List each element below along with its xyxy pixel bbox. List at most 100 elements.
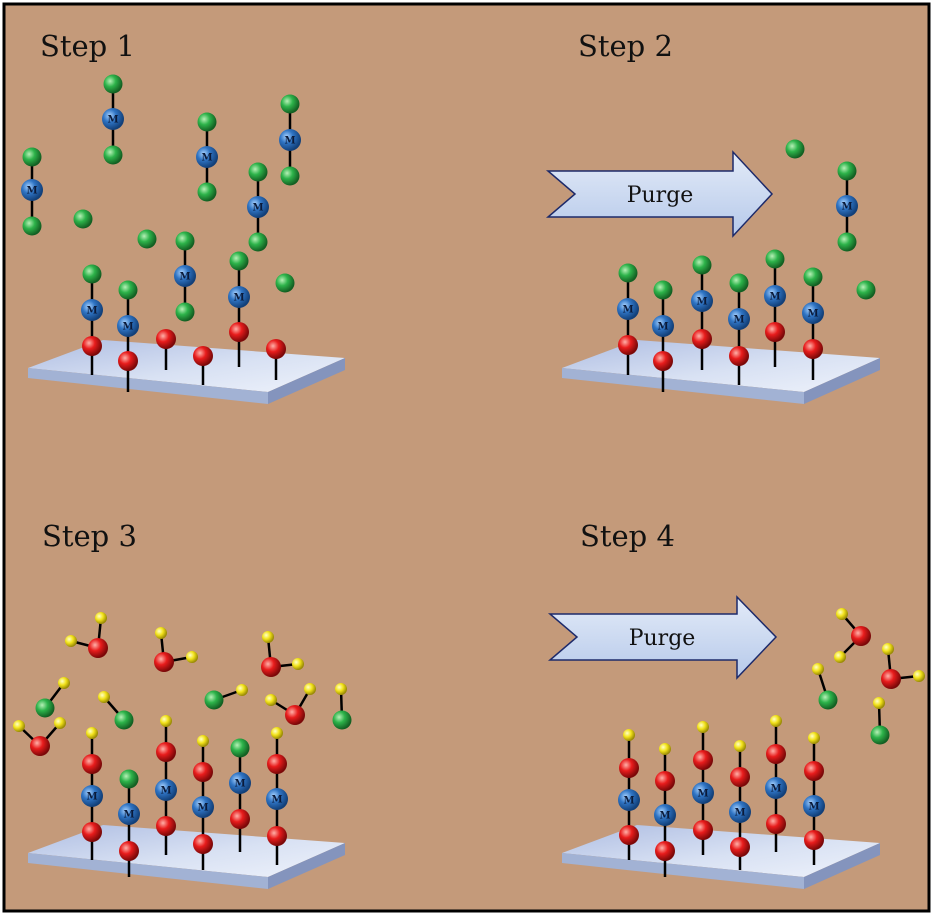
hydrogen-atom [836,608,848,620]
ligand-atom [275,273,295,293]
oxygen-atom [156,329,176,349]
ligand-atom [35,698,55,718]
oxygen-atom [82,754,102,774]
oxygen-atom [119,841,139,861]
metal-symbol: M [284,136,295,147]
metal-symbol: M [659,811,670,822]
oxygen-atom [267,754,287,774]
ligand-atom [332,710,352,730]
ligand-atom [248,162,268,182]
metal-atom [174,265,196,287]
hydrogen-atom [13,720,25,732]
oxygen-atom [766,814,786,834]
metal-symbol: M [769,292,780,303]
metal-symbol: M [808,802,819,813]
hydrogen-atom [155,627,167,639]
metal-symbol: M [233,293,244,304]
ligand-atom [197,182,217,202]
metal-atom [617,298,639,320]
ligand-atom [22,147,42,167]
oxygen-atom [82,822,102,842]
metal-atom [155,779,177,801]
oxygen-atom [156,742,176,762]
metal-symbol: M [179,272,190,283]
metal-atom [652,315,674,337]
oxygen-atom [261,657,281,677]
metal-atom [192,796,214,818]
metal-symbol: M [733,315,744,326]
hydrogen-atom [186,651,198,663]
oxygen-atom [193,762,213,782]
purge-arrow-step-2: Purge [545,150,774,238]
oxygen-atom [730,837,750,857]
hydrogen-atom [86,727,98,739]
metal-symbol: M [734,808,745,819]
substrate-step-1 [28,340,345,404]
metal-atom [196,146,218,168]
metal-symbol: M [807,309,818,320]
ligand-atom [73,209,93,229]
ligand-atom [22,216,42,236]
metal-atom [729,801,751,823]
metal-symbol: M [123,810,134,821]
ligand-atom [653,280,673,300]
ligand-atom [618,263,638,283]
metal-atom [81,785,103,807]
oxygen-atom [154,652,174,672]
hydrogen-atom [734,740,746,752]
ligand-atom [729,273,749,293]
oxygen-atom [653,351,673,371]
ligand-atom [248,232,268,252]
oxygen-atom [804,830,824,850]
metal-atom [765,777,787,799]
oxygen-atom [851,626,871,646]
oxygen-atom [82,336,102,356]
metal-atom [802,302,824,324]
oxygen-atom [285,705,305,725]
metal-symbol: M [107,115,118,126]
oxygen-atom [230,809,250,829]
hydrogen-atom [265,694,277,706]
metal-atom [81,299,103,321]
metal-symbol: M [696,297,707,308]
ligand-atom [856,280,876,300]
ligand-atom [175,302,195,322]
oxygen-atom [881,669,901,689]
step-2-label: Step 2 [578,29,673,63]
hydrogen-atom [236,684,248,696]
oxygen-atom [730,767,750,787]
metal-symbol: M [841,202,852,213]
hydrogen-atom [197,735,209,747]
metal-atom [803,795,825,817]
oxygen-atom [803,339,823,359]
ligand-atom [114,710,134,730]
oxygen-atom [655,841,675,861]
metal-symbol: M [271,795,282,806]
metal-symbol: M [234,779,245,790]
hydrogen-atom [304,683,316,695]
purge-label-step-2: Purge [627,183,694,208]
hydrogen-atom [882,643,894,655]
hydrogen-atom [812,663,824,675]
ligand-atom [803,267,823,287]
ligand-atom [119,769,139,789]
hydrogen-atom [98,691,110,703]
ligand-atom [230,738,250,758]
hydrogen-atom [160,715,172,727]
hydrogen-atom [65,635,77,647]
hydrogen-atom [262,631,274,643]
oxygen-atom [765,322,785,342]
metal-atom [279,129,301,151]
metal-symbol: M [86,306,97,317]
hydrogen-atom [623,729,635,741]
ligand-atom [197,112,217,132]
hydrogen-atom [95,612,107,624]
hydrogen-atom [697,721,709,733]
hydrogen-atom [834,651,846,663]
ligand-atom [692,255,712,275]
ligand-atom [785,139,805,159]
oxygen-atom [766,744,786,764]
oxygen-atom [229,322,249,342]
